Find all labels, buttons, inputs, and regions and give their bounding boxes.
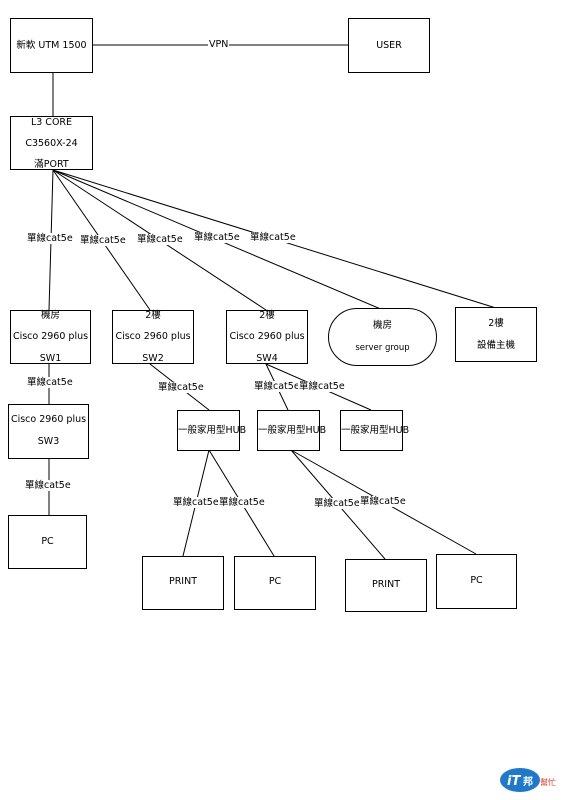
cat5e-label-core-equip: 單線cat5e xyxy=(249,232,297,243)
equip-label-line2: 設備主機 xyxy=(476,340,515,351)
cat5e-label-hub1-print1: 單線cat5e xyxy=(172,497,220,508)
sw2-label-line1: 2樓 xyxy=(145,310,161,321)
sw2-label-line2: Cisco 2960 plus xyxy=(115,331,191,342)
sw3-label-line1: Cisco 2960 plus xyxy=(10,414,87,425)
utm-firewall-node: 新軟 UTM 1500 xyxy=(10,18,93,73)
print1-label: PRINT xyxy=(168,576,198,587)
svg-text:幫忙: 幫忙 xyxy=(540,777,556,787)
logo-bubble xyxy=(500,768,540,792)
pc3-node: PC xyxy=(436,554,517,609)
vpn-link-label: VPN xyxy=(208,39,230,50)
hub2-label: 一般家用型HUB xyxy=(258,425,327,436)
svg-text:邦: 邦 xyxy=(523,775,533,788)
cat5e-label-sw1-sw3: 單線cat5e xyxy=(26,377,74,388)
sw3-label-line2: SW3 xyxy=(37,436,60,447)
pc3-label: PC xyxy=(470,575,483,586)
pc2-node: PC xyxy=(234,556,316,610)
l3-core-switch-node: L3 CORE C3560X-24 滿PORT xyxy=(10,116,93,170)
core-label-line2: C3560X-24 xyxy=(25,138,78,149)
svg-text:iT: iT xyxy=(507,774,521,789)
sw4-label-line3: SW4 xyxy=(256,353,278,364)
core-label-line3: 滿PORT xyxy=(34,159,69,170)
sw1-label-line1: 機房 xyxy=(40,310,60,321)
sw2-label-line3: SW2 xyxy=(142,353,164,364)
server-label-line2: server group xyxy=(355,343,410,353)
cat5e-label-hub2-pc3: 單線cat5e xyxy=(359,496,407,507)
cat5e-label-sw2-hub1: 單線cat5e xyxy=(157,382,205,393)
sw4-label-line1: 2樓 xyxy=(259,310,275,321)
sw3-node: Cisco 2960 plus SW3 xyxy=(8,404,89,459)
core-label-line1: L3 CORE xyxy=(30,117,73,128)
cat5e-label-core-server: 單線cat5e xyxy=(193,232,241,243)
equip-label-line1: 2樓 xyxy=(488,318,504,329)
user-label: USER xyxy=(376,40,402,51)
pc1-node: PC xyxy=(8,515,87,569)
cat5e-label-core-sw4: 單線cat5e xyxy=(136,234,184,245)
server-label-line1: 機房 xyxy=(372,320,392,331)
hub1-node: 一般家用型HUB xyxy=(177,410,247,451)
user-node: USER xyxy=(348,18,430,73)
hub2-node: 一般家用型HUB xyxy=(257,410,327,451)
cat5e-label-sw3-pc1: 單線cat5e xyxy=(24,480,72,491)
cat5e-label-hub1-pc2: 單線cat5e xyxy=(218,497,266,508)
cat5e-label-core-sw2: 單線cat5e xyxy=(79,235,127,246)
utm-label: 新軟 UTM 1500 xyxy=(16,40,87,51)
print1-node: PRINT xyxy=(142,556,224,610)
print2-label: PRINT xyxy=(371,579,401,590)
hub1-label: 一般家用型HUB xyxy=(178,425,247,436)
cat5e-label-hub2-print2: 單線cat5e xyxy=(313,498,361,509)
equipment-host-node: 2樓 設備主機 xyxy=(455,307,537,362)
pc2-label: PC xyxy=(268,576,282,587)
hub3-node: 一般家用型HUB xyxy=(340,410,410,451)
server-group-node: 機房 server group xyxy=(328,308,437,366)
hub3-label: 一般家用型HUB xyxy=(341,425,410,436)
sw2-node: 2樓 Cisco 2960 plus SW2 xyxy=(112,310,194,364)
sw1-label-line2: Cisco 2960 plus xyxy=(12,331,89,342)
cat5e-label-sw4-hub2: 單線cat5e xyxy=(253,381,301,392)
sw4-node: 2樓 Cisco 2960 plus SW4 xyxy=(226,310,308,364)
sw4-label-line2: Cisco 2960 plus xyxy=(229,331,305,342)
cat5e-label-sw4-hub3: 單線cat5e xyxy=(298,381,346,392)
ithome-logo: iT 邦 幫忙 xyxy=(500,768,556,792)
cat5e-label-core-sw1: 單線cat5e xyxy=(26,233,74,244)
print2-node: PRINT xyxy=(345,559,427,612)
pc1-label: PC xyxy=(41,536,54,547)
sw1-label-line3: SW1 xyxy=(39,353,62,364)
sw1-node: 機房 Cisco 2960 plus SW1 xyxy=(10,310,91,364)
